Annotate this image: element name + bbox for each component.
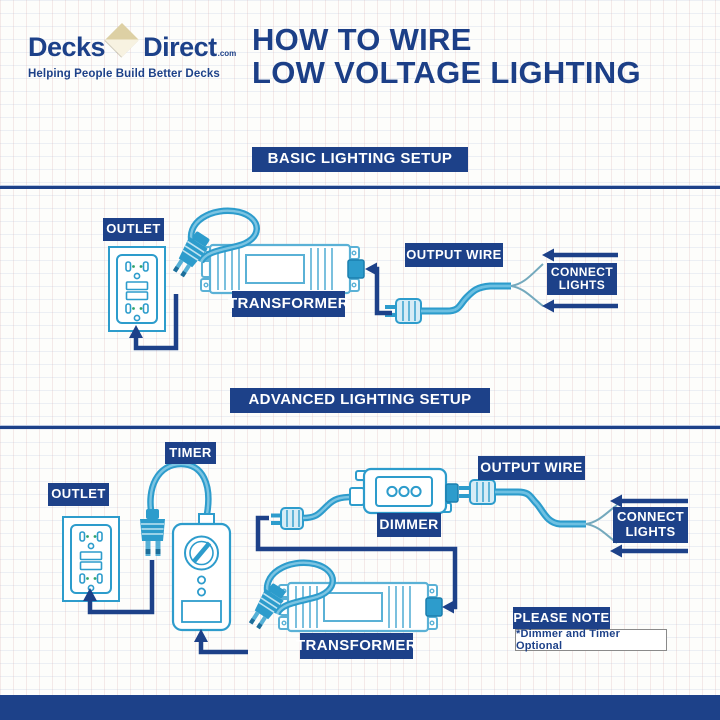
timer-label: TIMER [165,442,216,464]
note-text-box: *Dimmer and Timer Optional [515,628,667,652]
section-divider-advanced [0,426,720,429]
transformer-label-advanced: TRANSFORMER [296,633,417,659]
connect-lights-arrow-top-advanced [610,494,688,508]
connect-line1: CONNECT [616,509,685,525]
timer-illustration [140,460,232,632]
connect-lights-label-advanced: CONNECT LIGHTS [613,507,688,543]
arrow-plug-to-outlet-basic [129,294,179,351]
page-title: HOW TO WIRE LOW VOLTAGE LIGHTING [252,22,702,90]
output-wire-label-basic: OUTPUT WIRE [405,243,503,267]
connect-line1: CONNECT [550,264,614,279]
transformer-illustration-advanced [277,581,444,633]
logo-word-direct: Direct [143,32,217,62]
transformer-label-basic: TRANSFORMER [228,291,349,317]
gfci-outlet-illustration-basic [108,246,166,332]
output-wire-label-advanced: OUTPUT WIRE [478,456,585,480]
connect-line2: LIGHTS [558,278,606,292]
output-wire-illustration-basic [385,263,544,324]
arrow-timerplug-to-outlet [83,560,155,615]
decksdirect-logo: Decks Direct .com Helping People Build B… [28,23,243,80]
dimmer-illustration [271,467,459,530]
arrow-dimmerplug-to-transformer [255,515,458,614]
section-divider-basic [0,186,720,189]
connect-lights-arrow-top-basic [542,248,618,262]
page-title-line2: LOW VOLTAGE LIGHTING [252,54,641,90]
outlet-label-advanced: OUTLET [48,483,109,506]
page-title-line1: HOW TO WIRE [252,22,472,57]
deck-diamond-icon [105,23,141,57]
footer-bar [0,695,720,720]
gfci-outlet-illustration-advanced [62,516,120,602]
logo-word-decks: Decks [28,32,106,62]
connect-lights-arrow-bottom-advanced [610,544,688,558]
dimmer-label: DIMMER [377,513,441,537]
please-note-header: PLEASE NOTE [513,607,610,629]
arrow-transformerplug-to-timer [194,629,248,655]
logo-tagline: Helping People Build Better Decks [28,68,220,80]
advanced-section-header: ADVANCED LIGHTING SETUP [230,388,490,413]
connect-lights-label-basic: CONNECT LIGHTS [547,263,617,295]
arrow-wire-to-transformer-basic [365,262,392,316]
transformer-illustration-basic [199,243,366,295]
logo-tld: .com [217,49,237,58]
output-wire-illustration-advanced [459,479,618,544]
outlet-label-basic: OUTLET [103,218,164,241]
basic-section-header: BASIC LIGHTING SETUP [252,147,468,172]
connect-line2: LIGHTS [625,524,676,539]
connect-lights-arrow-bottom-basic [542,299,618,313]
